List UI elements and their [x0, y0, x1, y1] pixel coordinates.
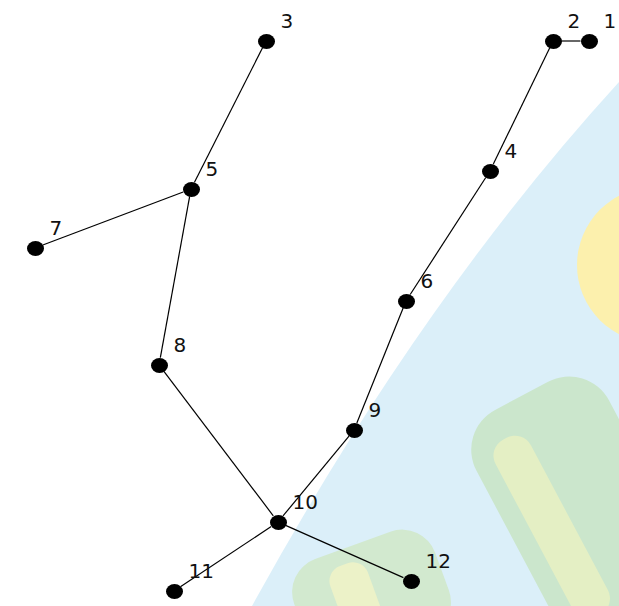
green-block: [455, 361, 619, 606]
graph-edge: [562, 40, 581, 41]
graph-edge: [164, 371, 274, 516]
vertex-number: 8: [174, 334, 187, 357]
graph-vertex: 3: [258, 34, 275, 49]
graph-vertex: 10: [270, 515, 287, 530]
graph-edge: [283, 436, 349, 516]
vertex-number: 1: [604, 10, 617, 33]
graph-vertex: 7: [27, 241, 44, 256]
vertex-number: 5: [206, 158, 219, 181]
vertex-number: 10: [293, 491, 318, 514]
vertex-number: 7: [50, 217, 63, 240]
green-stripe: [487, 429, 616, 606]
graph-vertex: 2: [545, 34, 562, 49]
graph-vertex: 1: [581, 34, 598, 49]
graph-edge: [160, 196, 189, 357]
graph-vertex: 8: [151, 358, 168, 373]
graph-edge: [410, 178, 486, 295]
green-shape: [282, 520, 461, 606]
graph-vertex: 11: [166, 584, 183, 599]
graph-vertex: 12: [403, 574, 420, 589]
graph-edge: [286, 525, 404, 577]
green-stripe: [325, 558, 390, 606]
green-block: [282, 520, 461, 606]
graph-vertex: 5: [183, 182, 200, 197]
vertex-number: 9: [369, 399, 382, 422]
vertex-number: 3: [281, 10, 294, 33]
graph-vertex: 6: [398, 294, 415, 309]
graph-edge: [43, 192, 183, 245]
graph-edge: [357, 308, 403, 423]
vertex-number: 2: [568, 10, 581, 33]
sun-shape: [577, 187, 619, 343]
green-shape: [455, 361, 619, 606]
graph-edge: [194, 48, 262, 182]
graph-edge: [181, 527, 271, 587]
graph-vertex: 9: [346, 423, 363, 438]
vertex-number: 11: [189, 560, 214, 583]
graph-edge: [493, 48, 549, 164]
vertex-number: 12: [426, 550, 451, 573]
vertex-number: 6: [421, 270, 434, 293]
graph-vertex: 4: [482, 164, 499, 179]
vertex-number: 4: [505, 140, 518, 163]
